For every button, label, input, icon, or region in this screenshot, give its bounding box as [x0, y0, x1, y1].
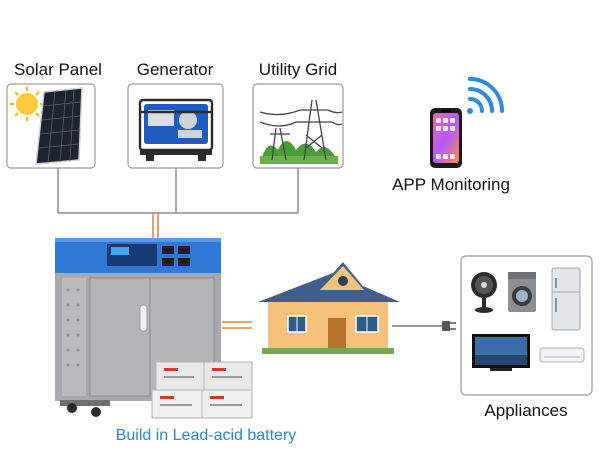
- utility-grid-label: Utility Grid: [258, 60, 338, 79]
- fan-icon: [471, 272, 497, 313]
- washing-machine-icon: [508, 272, 536, 312]
- smartphone-icon: [430, 108, 462, 168]
- appliances-label: Appliances: [484, 401, 568, 420]
- cabinet-feed-wire: [152, 213, 159, 240]
- house-icon: [258, 262, 400, 354]
- television-icon: [472, 334, 530, 371]
- source-wires: [57, 168, 299, 214]
- appliances-box: [460, 255, 593, 396]
- app-monitoring-label: APP Monitoring: [392, 175, 510, 194]
- sun-icon: [10, 87, 44, 121]
- house-feed-wire: [222, 321, 252, 329]
- generator-box: [127, 83, 224, 169]
- generator-label: Generator: [136, 60, 214, 79]
- display-screen: [111, 247, 129, 255]
- generator-icon: [138, 98, 214, 161]
- battery-caption: Build in Lead-acid battery: [115, 427, 297, 444]
- solar-panel-label: Solar Panel: [14, 60, 102, 79]
- wifi-icon: [467, 77, 504, 114]
- appliances-icon: [471, 267, 585, 371]
- wheel-icon: [91, 407, 101, 417]
- cabinet-handle: [139, 304, 148, 332]
- utility-grid-icon: [259, 99, 343, 164]
- wheel-icon: [67, 403, 77, 413]
- refrigerator-icon: [551, 267, 581, 331]
- utility-grid-box: [252, 83, 344, 169]
- lead-acid-battery-icon: [151, 361, 253, 419]
- solar-panel-box: [6, 83, 96, 169]
- air-conditioner-icon: [539, 347, 585, 363]
- appliance-plug-icon: [392, 321, 456, 331]
- solar-panel-icon: [10, 87, 83, 165]
